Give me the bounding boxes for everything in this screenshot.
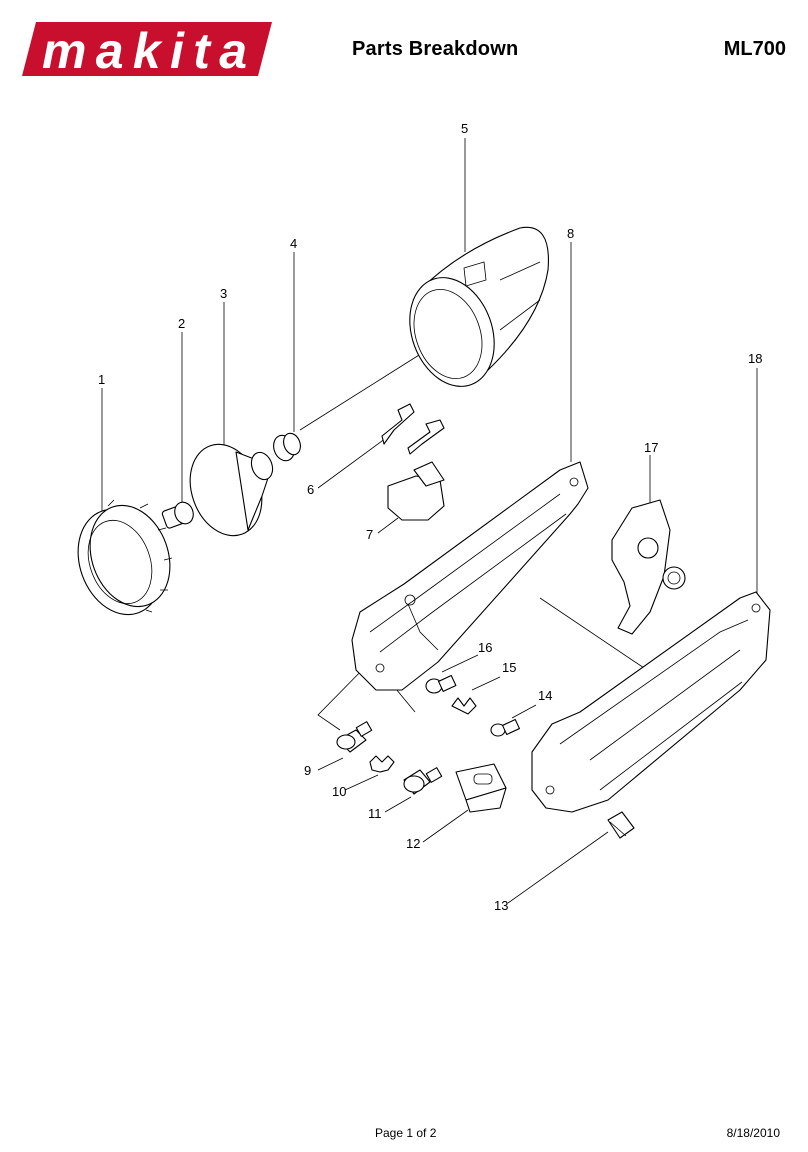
part-18-cover	[531, 591, 771, 813]
callout-12: 12	[406, 836, 420, 851]
callout-9: 9	[304, 763, 311, 778]
page-number: Page 1 of 2	[375, 1126, 437, 1140]
model-number: ML700	[723, 38, 786, 60]
callout-13: 13	[494, 898, 508, 913]
part-13-screw	[607, 811, 635, 839]
part-12-switch	[455, 763, 507, 813]
part-2-bulb	[161, 501, 194, 529]
callout-16: 16	[478, 640, 492, 655]
callout-8: 8	[567, 226, 574, 241]
callout-17: 17	[644, 440, 658, 455]
part-5-lens-cover	[409, 226, 549, 387]
part-8-housing	[351, 461, 589, 691]
makita-logo: makita ®	[22, 22, 272, 78]
svg-text:®: ®	[260, 27, 266, 36]
callout-5: 5	[461, 121, 468, 136]
part-6-clips	[381, 403, 445, 455]
print-date: 8/18/2010	[726, 1126, 780, 1140]
callout-11: 11	[368, 806, 382, 821]
callout-6: 6	[307, 482, 314, 497]
callout-1: 1	[98, 372, 105, 387]
callout-3: 3	[220, 286, 227, 301]
part-16-terminal	[425, 674, 457, 694]
part-11-contact	[403, 767, 443, 795]
part-17-bracket	[611, 499, 686, 635]
callout-14: 14	[538, 688, 552, 703]
part-7-holder	[387, 461, 445, 521]
callout-10: 10	[332, 784, 346, 799]
part-15-spring	[451, 697, 477, 715]
part-10-spring	[369, 755, 395, 773]
part-1-bezel-ring	[77, 499, 173, 616]
page-title: Parts Breakdown	[352, 38, 519, 60]
callout-2: 2	[178, 316, 185, 331]
part-14-terminal	[490, 718, 521, 737]
part-3-reflector	[189, 443, 274, 537]
callout-18: 18	[748, 351, 762, 366]
part-4-socket	[273, 432, 301, 462]
callout-7: 7	[366, 527, 373, 542]
part-9-connector	[336, 721, 373, 753]
callout-labels: 1 2 3 4 5 6 7 8 9 10 11 12 13 14 15 16 1…	[98, 121, 762, 913]
callout-15: 15	[502, 660, 516, 675]
callout-4: 4	[290, 236, 297, 251]
